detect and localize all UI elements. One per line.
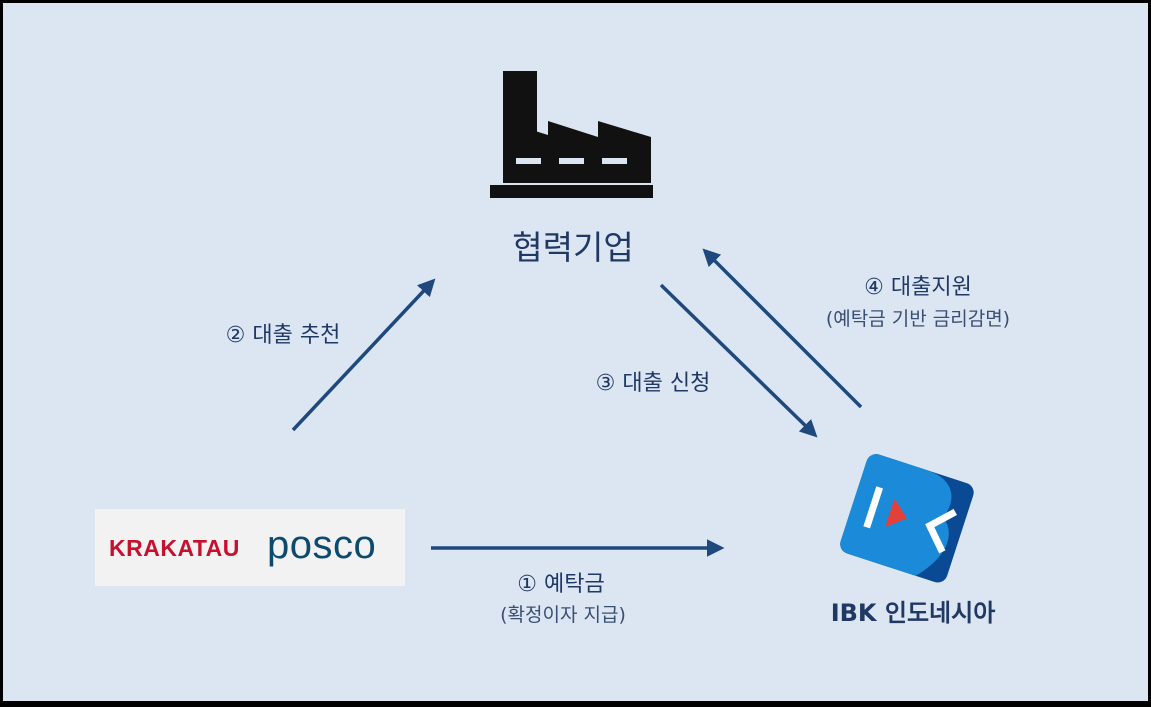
step1-sublabel: (확정이자 지급) [500, 604, 626, 626]
step1-label: ① 예탁금 [517, 572, 605, 597]
posco-wordmark: posco [267, 523, 377, 567]
step2-label: ② 대출 추천 [225, 323, 341, 348]
krakatau-posco-logo: KRAKATAU posco [95, 509, 405, 586]
arrow-support [702, 248, 863, 409]
factory-icon [490, 71, 653, 198]
arrows-layer [291, 248, 863, 557]
arrow-apply [659, 283, 818, 438]
ibk-indonesia-label: IBK 인도네시아 [830, 599, 996, 627]
step3-label: ③ 대출 신청 [595, 371, 711, 396]
partner-company-label: 협력기업 [512, 228, 634, 267]
arrow-recommend [291, 278, 436, 432]
step4-label: ④ 대출지원 [864, 275, 972, 300]
ibk-logo-icon [840, 454, 974, 583]
krakatau-wordmark: KRAKATAU [109, 535, 240, 561]
step4-sublabel: (예탁금 기반 금리감면) [825, 308, 1011, 330]
